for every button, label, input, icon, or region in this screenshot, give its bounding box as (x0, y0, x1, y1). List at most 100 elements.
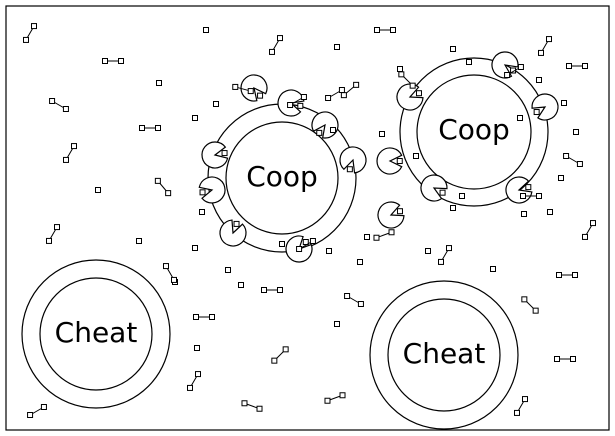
particle-pair (261, 287, 283, 293)
free-particle (325, 95, 332, 101)
particle-pair (374, 27, 396, 33)
particle-pair (271, 346, 289, 364)
producer-body (240, 74, 268, 102)
producer-cell (505, 176, 533, 204)
coop-right-core (416, 74, 532, 190)
cheat-right-label: Cheat (403, 337, 486, 370)
free-particle (521, 296, 528, 303)
free-particle (238, 282, 244, 288)
free-particle (199, 209, 205, 215)
free-particle (261, 287, 267, 293)
free-particle (582, 63, 588, 69)
free-particle (287, 102, 294, 108)
free-particle (547, 209, 553, 215)
free-particle (271, 357, 278, 364)
free-particle (71, 143, 77, 150)
emitted-particle (221, 150, 228, 157)
free-particle (409, 82, 416, 89)
free-particle (154, 177, 161, 184)
emitted-particle (199, 189, 206, 196)
free-particle (192, 245, 198, 251)
producer-cell (531, 93, 559, 121)
particle-pair (46, 224, 60, 244)
producer-body (339, 146, 367, 174)
producer-cell (377, 201, 405, 229)
particle-pair (520, 193, 542, 199)
producer-body (491, 51, 519, 79)
free-particle (450, 46, 456, 52)
free-particle (49, 98, 56, 104)
free-particle (413, 153, 419, 159)
producer-body (420, 174, 448, 202)
free-particle (277, 35, 283, 42)
producer-body (201, 141, 229, 169)
free-particle (364, 234, 370, 240)
free-particle (563, 153, 570, 159)
free-particle (324, 397, 331, 404)
emitted-particle (396, 158, 403, 164)
cheat-left-outer (21, 259, 171, 409)
coop-colony-right: Coop (376, 51, 559, 229)
particle-pair (344, 293, 364, 307)
producer-cell (491, 51, 519, 79)
free-particle (556, 272, 562, 278)
emitted-particle (439, 189, 446, 196)
free-particle (514, 409, 520, 416)
free-particle (522, 396, 528, 403)
emitted-particle (233, 220, 240, 227)
free-particle (203, 27, 209, 33)
free-particle (156, 80, 162, 86)
particle-pair (521, 296, 539, 314)
free-particle (536, 193, 542, 199)
particle-pair (154, 177, 172, 197)
free-particle (561, 100, 567, 106)
free-particle (373, 234, 380, 241)
free-particle (309, 238, 316, 244)
free-particle (558, 175, 564, 181)
particle-pair (556, 272, 578, 278)
free-particle (390, 27, 396, 33)
producer-body (198, 176, 226, 204)
coop-right-label: Coop (438, 113, 510, 146)
free-particle (62, 106, 69, 112)
particle-pair (324, 392, 346, 404)
free-particle (374, 27, 380, 33)
free-particle (247, 88, 254, 95)
free-particle (334, 44, 340, 50)
particle-pair (187, 371, 201, 391)
particle-pair (296, 238, 316, 252)
producer-cell (240, 74, 268, 102)
free-particle (590, 220, 596, 227)
free-particle (446, 245, 452, 252)
free-particle (54, 224, 60, 231)
cheat-right-inner (387, 298, 501, 412)
free-particle (31, 23, 37, 30)
free-particle (209, 314, 215, 320)
producer-cell (420, 174, 448, 202)
free-particle (102, 58, 108, 64)
free-particle (339, 392, 346, 399)
producer-body (376, 147, 403, 175)
free-particle (95, 187, 101, 193)
free-particle (256, 405, 263, 412)
free-particle (225, 267, 231, 273)
cheat-colony-right: Cheat (369, 280, 519, 430)
free-particle (344, 293, 351, 299)
free-particle (330, 127, 336, 133)
free-particle (450, 205, 456, 211)
free-particle (300, 94, 307, 100)
free-particles (23, 23, 596, 418)
free-particle (193, 314, 199, 320)
particle-pair (27, 404, 47, 418)
particle-pair (139, 125, 161, 131)
free-particle (572, 272, 578, 278)
particle-pair (102, 58, 124, 64)
free-particle (388, 229, 395, 236)
free-particle (282, 346, 289, 353)
free-particle (570, 356, 576, 362)
free-particle (379, 131, 385, 137)
free-particle (40, 404, 47, 410)
free-particle (425, 248, 431, 254)
emitted-particle (302, 239, 309, 246)
producer-cell (219, 219, 247, 247)
